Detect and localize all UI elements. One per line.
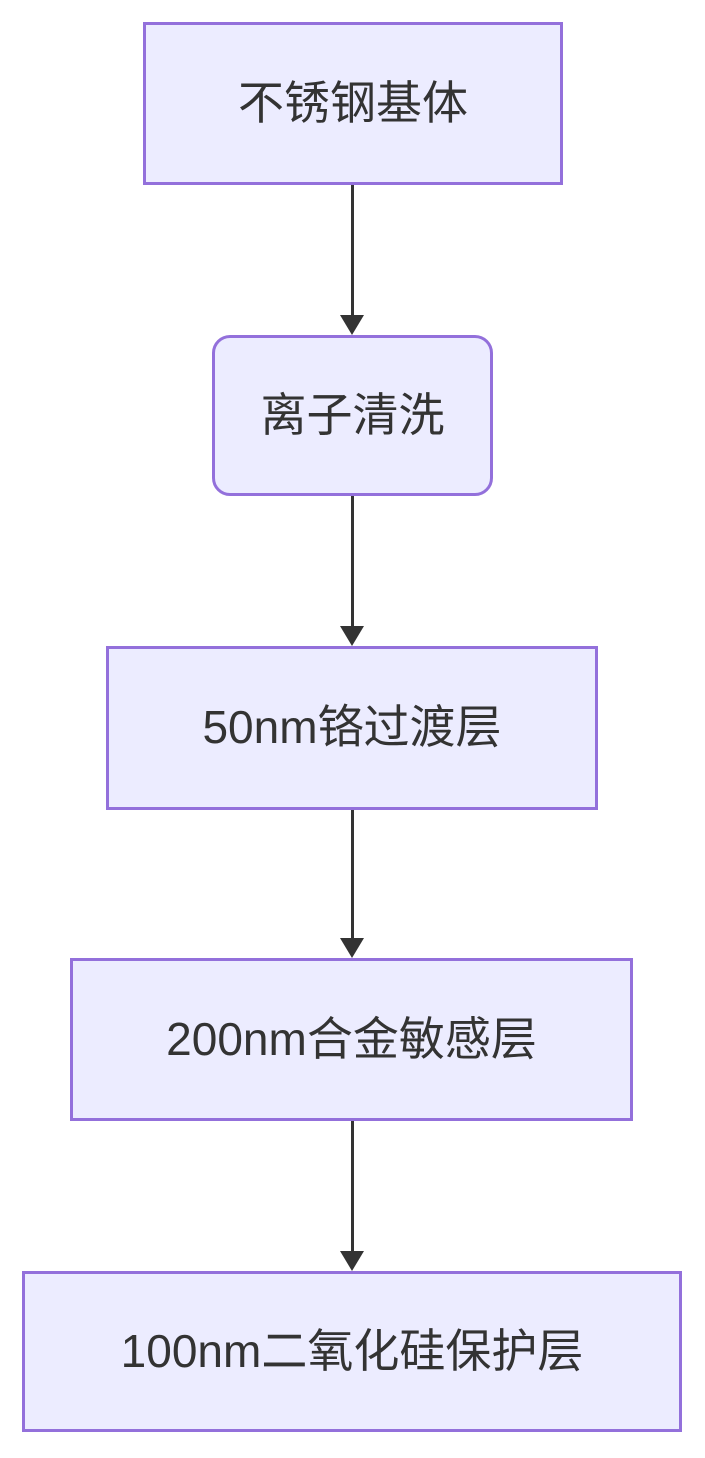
arrow-line <box>350 496 354 626</box>
flowchart-node-alloy-sensitive-layer: 200nm合金敏感层 <box>70 958 633 1121</box>
node-label: 不锈钢基体 <box>238 76 468 129</box>
node-label: 200nm合金敏感层 <box>166 1012 537 1065</box>
flowchart-node-silica-protective-layer: 100nm二氧化硅保护层 <box>22 1271 682 1432</box>
flow-arrow-1 <box>340 185 364 335</box>
flowchart-node-ion-cleaning: 离子清洗 <box>212 335 493 496</box>
flow-arrow-3 <box>340 810 364 958</box>
node-label: 100nm二氧化硅保护层 <box>120 1324 584 1377</box>
arrow-line <box>350 185 354 315</box>
node-label: 离子清洗 <box>260 388 445 441</box>
flowchart-node-substrate: 不锈钢基体 <box>143 22 563 185</box>
flowchart-node-chromium-transition-layer: 50nm铬过渡层 <box>106 646 598 810</box>
flow-arrow-2 <box>340 496 364 646</box>
flow-arrow-4 <box>340 1121 364 1271</box>
arrow-down-icon <box>340 1251 364 1271</box>
arrow-line <box>350 1121 354 1251</box>
arrow-down-icon <box>340 626 364 646</box>
arrow-down-icon <box>340 938 364 958</box>
arrow-down-icon <box>340 315 364 335</box>
arrow-line <box>350 810 354 938</box>
node-label: 50nm铬过渡层 <box>202 701 502 754</box>
